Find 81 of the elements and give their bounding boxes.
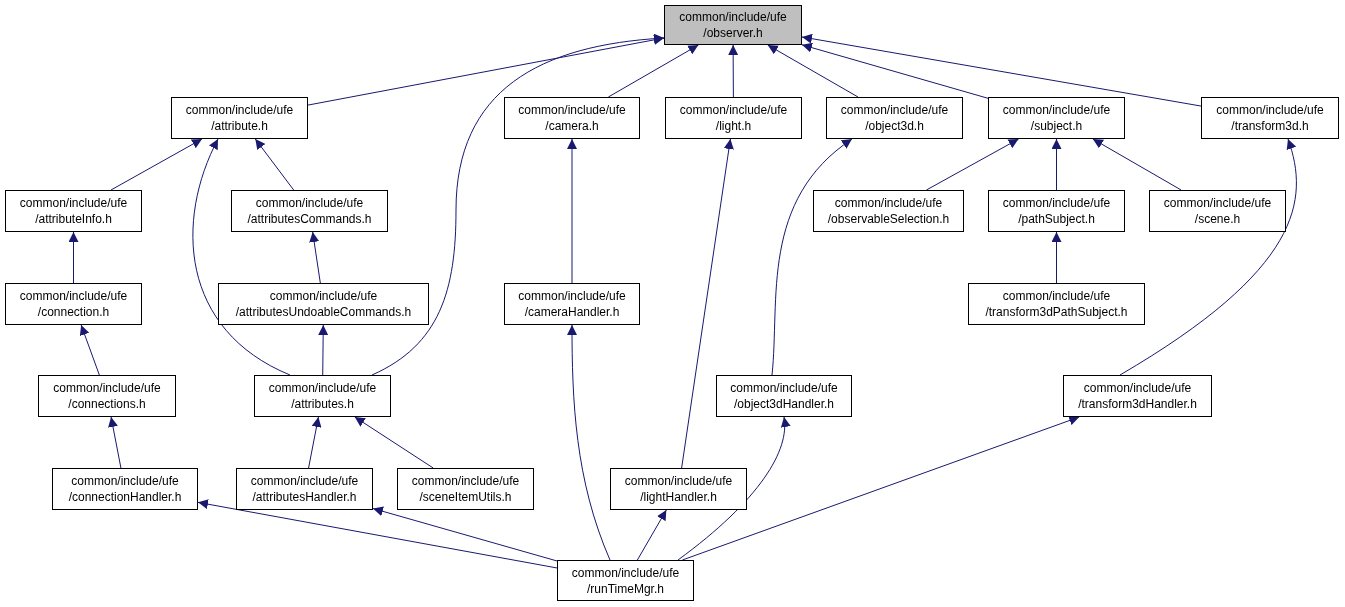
file-box <box>664 5 802 45</box>
file-path: common/include/ufe /cameraHandler.h <box>517 288 627 320</box>
file-box <box>5 190 142 232</box>
arrow <box>728 44 739 98</box>
arrow <box>681 138 734 469</box>
file-box <box>504 283 640 325</box>
file-box <box>968 283 1145 325</box>
arrow <box>110 138 203 191</box>
file-box <box>5 283 142 325</box>
file-path: common/include/ufe /runTimeMgr.h <box>570 564 681 597</box>
file-path: common/include/ufe /transform3dHandler.h <box>1077 380 1198 412</box>
file-path: common/include/ufe /connection.h <box>18 288 129 320</box>
file-path: common/include/ufe /light.h <box>678 102 789 134</box>
arrow <box>108 416 122 469</box>
arrow <box>801 42 989 99</box>
file-box <box>813 190 964 232</box>
arrow <box>197 499 558 569</box>
file-box <box>236 468 373 510</box>
file-path: common/include/ufe /attribute.h <box>184 102 295 134</box>
file-box <box>171 97 308 139</box>
file-box <box>716 375 852 417</box>
file-path: common/include/ufe /lightHandler.h <box>623 473 734 505</box>
file-box <box>1201 97 1339 139</box>
file-path: common/include/ufe /attributesCommands.h <box>246 195 373 227</box>
arrow <box>636 509 667 561</box>
file-path: common/include/ufe /transform3dPathSubject.h <box>984 288 1129 320</box>
arrow <box>607 44 699 98</box>
file-path: common/include/ufe /camera.h <box>517 102 627 134</box>
file-box <box>988 190 1125 232</box>
arrow <box>801 33 1202 107</box>
file-box <box>826 97 963 139</box>
file-box <box>38 375 176 417</box>
file-box <box>665 97 802 139</box>
arrow <box>372 506 558 562</box>
file-path: common/include/ufe /sceneItemUtils.h <box>410 473 521 505</box>
file-path: common/include/ufe /scene.h <box>1162 195 1273 227</box>
arrow <box>1051 138 1062 191</box>
file-path: common/include/ufe /attributeInfo.h <box>18 195 129 227</box>
file-path: common/include/ufe /connections.h <box>52 380 162 412</box>
file-box <box>610 468 747 510</box>
arrow <box>318 324 329 376</box>
arrow <box>309 231 321 284</box>
file-path: common/include/ufe /subject.h <box>1001 102 1112 134</box>
file-box <box>557 560 694 601</box>
file-box <box>254 375 391 417</box>
arrow <box>254 138 295 191</box>
arrow <box>79 324 100 376</box>
file-box <box>397 468 534 510</box>
arrow <box>771 138 853 376</box>
file-path: common/include/ufe /observableSelection.h <box>826 195 951 227</box>
arrow <box>308 416 322 469</box>
file-path: common/include/ufe /object3d.h <box>839 102 950 134</box>
file-box <box>1149 190 1286 232</box>
file-path: common/include/ufe /observer.h <box>678 9 788 41</box>
arrow <box>354 416 434 469</box>
arrow <box>68 231 79 284</box>
file-path: common/include/ufe /attributesUndoableCommands.h <box>234 288 413 320</box>
file-path: common/include/ufe /attributes.h <box>267 380 378 412</box>
file-box <box>218 283 429 325</box>
file-box <box>504 97 640 139</box>
arrow <box>192 138 291 376</box>
file-box <box>1063 375 1212 417</box>
arrow <box>925 138 1020 191</box>
arrow <box>681 415 1080 561</box>
file-path: common/include/ufe /object3dHandler.h <box>729 380 839 412</box>
arrow <box>371 33 665 376</box>
file-path: common/include/ufe /pathSubject.h <box>1001 195 1112 227</box>
arrow <box>1051 231 1062 284</box>
file-path: common/include/ufe /transform3d.h <box>1215 102 1325 134</box>
arrow <box>1119 138 1297 376</box>
arrow <box>1092 138 1182 191</box>
file-box <box>231 190 388 232</box>
arrow <box>567 324 611 561</box>
arrow <box>307 34 665 106</box>
file-path: common/include/ufe /connectionHandler.h <box>67 473 183 505</box>
file-box <box>52 468 198 510</box>
arrow <box>677 416 790 561</box>
arrow <box>767 44 859 98</box>
file-box <box>988 97 1125 139</box>
file-path: common/include/ufe /attributesHandler.h <box>249 473 360 505</box>
arrow <box>567 138 577 284</box>
